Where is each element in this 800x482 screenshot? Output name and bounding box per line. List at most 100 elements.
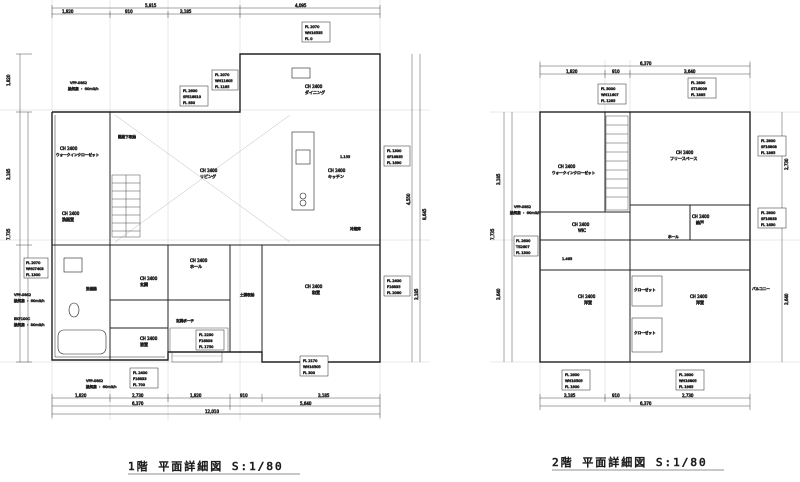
room-dining-ch: CH 2400 — [305, 84, 323, 89]
f2-room-wic1-ch: CH 2400 — [558, 164, 576, 169]
fl-top-l3: FL 0 — [305, 37, 313, 41]
fl-left-l1: FL 2070 — [26, 261, 41, 265]
dim-bottom-2: 2,730 — [132, 393, 144, 398]
fl2-right1-l2: SF16808 — [761, 145, 777, 149]
vent-1: VFP-08S2 — [70, 81, 87, 85]
fl-left-l2: WH07403 — [26, 267, 44, 271]
fl-bottom2-l3: FL 300 — [303, 371, 316, 375]
f2-room-wic2: WIC — [578, 228, 586, 233]
dim-left-2: 3,185 — [6, 168, 11, 180]
floor2-room-labels: CH 2400 ウォークインクローゼット CH 2400 フリースペース CH … — [510, 150, 771, 336]
f2-dim-bottom-3: 2,730 — [682, 393, 694, 398]
f2-vent: VFP-08S2 — [514, 205, 531, 209]
room-washitsu-ch: CH 2400 — [305, 284, 323, 289]
dim-bottom-main-2: 5,640 — [300, 401, 312, 406]
dim-bottom-4: 910 — [240, 393, 248, 398]
fl-top-l1: FL 2070 — [305, 25, 320, 29]
dim-right-2: 3,185 — [414, 288, 419, 300]
fl-entry-l2: F16808 — [199, 339, 213, 343]
f2-room-wic2-ch: CH 2400 — [572, 222, 590, 227]
floor1-left-dimensions — [16, 53, 32, 363]
room-hall-ch: CH 2400 — [190, 258, 208, 263]
dim-top-1: 1,820 — [62, 9, 74, 14]
dim-top-3: 3,185 — [180, 9, 192, 14]
fl-right1-l2: SF16835 — [387, 155, 403, 159]
fl2-right2-l1: FL 2800 — [761, 211, 776, 215]
room-washroom-ch: CH 2400 — [62, 211, 80, 216]
fl2-top-l2: WH11607 — [601, 93, 619, 97]
f2-vent-note: 換気扇 ・ 60m3/h — [510, 210, 541, 215]
floor2-interior-walls — [540, 112, 750, 362]
f2-room-storage-ch: CH 2400 — [692, 214, 710, 219]
f2-balcony-label: バルコニー — [752, 287, 770, 291]
floor2-grid — [490, 60, 800, 400]
room-washroom: 洗面室 — [62, 216, 74, 222]
f2-dim-top-1: 1,820 — [566, 69, 578, 74]
f2-room-west-ch: CH 2400 — [578, 294, 596, 299]
fl2-top2-l1: FL 2800 — [691, 81, 706, 85]
floor2-walls — [539, 111, 751, 363]
fl-right2-l2: F16835 — [387, 285, 401, 289]
floor1-stairs — [111, 174, 141, 238]
level-label: 1.155 — [340, 155, 350, 159]
f2-dim-left-1: 3,185 — [496, 173, 501, 185]
fl2-right2-l3: FL 1630 — [761, 223, 776, 227]
f2-room-east-ch: CH 2400 — [690, 294, 708, 299]
washer-label: 洗濯機 — [86, 286, 97, 291]
dim-bottom-1: 1,820 — [75, 393, 87, 398]
dim-left-1: 1,820 — [6, 74, 11, 86]
f2-dim-label: 1.465 — [562, 257, 572, 261]
fl-dining-l1: FL 2600 — [183, 89, 198, 93]
f2-dim-bottom-1: 3,185 — [564, 393, 576, 398]
fl-upper-l2: WH11605 — [215, 79, 233, 83]
f2-room-storage: 納戸 — [696, 219, 704, 225]
dim-bottom-5: 3,185 — [318, 393, 330, 398]
room-washitsu: 和室 — [312, 289, 320, 295]
fl2-left-l1: FL 2600 — [516, 239, 531, 243]
fl2-bottom2-l1: FL 2600 — [679, 373, 694, 377]
room-bath: 浴室 — [140, 341, 148, 347]
stair-storage-label: 階段下収納 — [118, 134, 136, 139]
fl-dining-l2: SFS16810 — [183, 95, 202, 99]
room-wic: ウォークインクローゼット — [56, 152, 100, 157]
shoe-storage-label: 土間収納 — [240, 292, 255, 297]
fl-right1-l1: FL 1300 — [387, 149, 402, 153]
fl2-right1-l3: FL 1865 — [761, 151, 775, 155]
fl2-right1-l1: FL 2800 — [761, 139, 776, 143]
vent-1-note: 換気扇 ・ 60m3/h — [68, 86, 99, 91]
f2-dim-bottom-2: 910 — [612, 393, 620, 398]
floor1-fl-text: FL 2070 WH16535 FL 0 FL 2070 WH11605 FL … — [26, 25, 403, 388]
dim-bottom-total: 12,010 — [205, 409, 219, 414]
fl-bottom2-l2: WH16505 — [303, 365, 321, 369]
f2-dim-top-main: 6,370 — [640, 61, 652, 66]
dim-top-4: 4,095 — [295, 3, 307, 8]
floor1-bottom-dimensions — [51, 394, 381, 418]
f2-dim-left-2: 3,640 — [496, 288, 501, 300]
floor1-top-dimensions — [51, 5, 381, 18]
fl2-top2-l2: ST16009 — [691, 87, 708, 91]
fl2-bottom2-l3: FL 1965 — [679, 385, 693, 389]
fl-right2-l1: FL 2400 — [387, 279, 402, 283]
vent-2-note: 換気扇 ・ 60m3/h — [14, 298, 45, 303]
f2-room-wic1: ウォークインクローゼット — [552, 170, 596, 175]
floor2-stairs — [605, 115, 629, 211]
fridge-label: 冷蔵庫 — [350, 226, 361, 231]
room-living-ch: CH 2400 — [200, 168, 218, 173]
f2-room-free: フリースペース — [670, 155, 697, 161]
fl-top-l2: WH16535 — [305, 31, 323, 35]
floor1-fl-boxes — [23, 21, 411, 389]
vent-4: EKF100C — [14, 317, 31, 321]
f2-dim-top-3: 3,640 — [684, 69, 696, 74]
floor1-void-diagonals — [114, 114, 291, 243]
fl-bottom1-l2: F16833 — [133, 377, 147, 381]
room-kitchen-ch: CH 2400 — [328, 168, 346, 173]
floor1-walls — [51, 53, 381, 363]
kitchen-counter — [291, 67, 315, 211]
fl2-bottom2-l2: WH16805 — [679, 379, 697, 383]
floor1-right-dimensions — [411, 54, 421, 362]
f2-dim-right-2: 3,640 — [784, 293, 789, 305]
floor2-fl-text: FL 3000 WH11607 FL 1265 FL 2800 ST16009 … — [515, 81, 778, 390]
f2-hall-label: ホール — [668, 234, 679, 239]
dim-top-2: 910 — [125, 9, 133, 14]
